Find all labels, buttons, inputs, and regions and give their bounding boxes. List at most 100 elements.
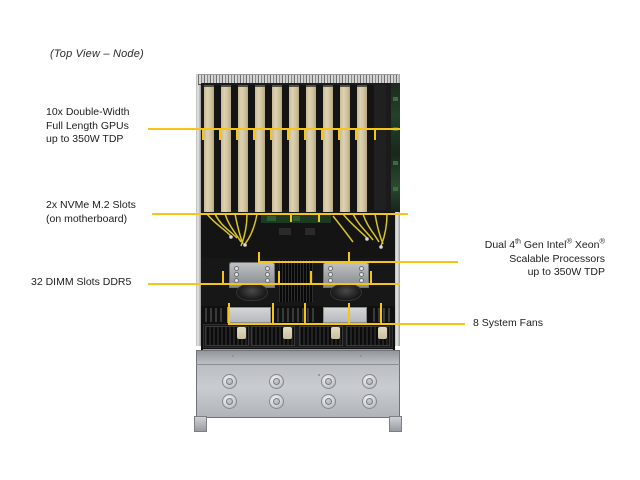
- gpu-gap: [214, 85, 221, 210]
- leader-tick-cpu: [258, 252, 260, 262]
- callout-dimm-line-1: 32 DIMM Slots DDR5: [31, 276, 132, 288]
- leader-tick-gpu: [202, 128, 204, 140]
- leader-tick-gpu: [374, 128, 376, 140]
- system-fan: [205, 326, 249, 346]
- gpu-card: [255, 85, 265, 212]
- leader-tick-gpu: [304, 128, 306, 140]
- gpu-gap: [231, 85, 238, 210]
- callout-gpus: 10x Double-Width Full Length GPUs up to …: [46, 106, 129, 147]
- gpu-card: [340, 85, 350, 212]
- gpu-gap: [316, 85, 323, 210]
- leader-line-fans: [228, 323, 465, 325]
- pcb-component: [393, 161, 398, 165]
- leader-line-gpus: [148, 128, 400, 130]
- leader-line-nvme: [152, 213, 408, 215]
- panel-standoff: [222, 374, 237, 389]
- leader-tick-fan: [304, 303, 306, 324]
- callout-cpu-brand: Gen Intel: [520, 239, 567, 251]
- leader-tick-gpu: [355, 128, 357, 140]
- cpu-heatsink-zone: [201, 258, 395, 306]
- leader-line-cpu: [258, 261, 458, 263]
- callout-cpu-line-3: up to 350W TDP: [527, 266, 605, 278]
- panel-standoff: [321, 374, 336, 389]
- chassis-foot-right: [389, 416, 402, 432]
- gpu-card: [204, 85, 214, 212]
- chassis-foot-left: [194, 416, 207, 432]
- leader-tick-gpu: [287, 128, 289, 140]
- leader-tick-dimm: [310, 271, 312, 283]
- panel-standoff: [362, 394, 377, 409]
- leader-tick-fan: [348, 303, 350, 324]
- panel-standoff: [222, 394, 237, 409]
- dimm-bank: [227, 307, 271, 323]
- heatsink-fins: [279, 260, 313, 302]
- callout-cpu: Dual 4th Gen Intel® Xeon® Scalable Proce…: [484, 236, 605, 280]
- leader-tick-fan: [380, 303, 382, 324]
- registered-mark-icon: ®: [566, 236, 573, 246]
- chassis-rail-left: [196, 74, 201, 346]
- cpu-fan: [236, 284, 268, 301]
- panel-standoff: [269, 394, 284, 409]
- leader-tick-fan: [228, 303, 230, 324]
- panel-seam: [196, 364, 400, 365]
- callout-gpus-line-2: Full Length GPUs: [46, 119, 129, 132]
- leader-tick-gpu: [253, 128, 255, 140]
- leader-tick-gpu: [270, 128, 272, 140]
- gpu-gap: [333, 85, 340, 210]
- callout-fans-line-1: 8 System Fans: [473, 317, 544, 329]
- system-fan: [299, 326, 343, 346]
- leader-tick-nvme: [290, 213, 292, 222]
- cable-wiring-zone: [201, 212, 395, 258]
- callout-cpu-line-1: Dual 4th Gen Intel® Xeon®: [484, 236, 605, 253]
- gpu-card: [221, 85, 231, 212]
- callout-dimm: 32 DIMM Slots DDR5: [31, 276, 131, 290]
- view-title: (Top View – Node): [50, 48, 144, 60]
- leader-tick-fan: [272, 303, 274, 324]
- motherboard-edge-pcb: [391, 83, 400, 212]
- system-fan: [346, 326, 390, 346]
- callout-cpu-line-2: Scalable Processors: [509, 252, 605, 265]
- registered-mark-icon: ®: [599, 236, 605, 246]
- gpu-card: [289, 85, 299, 212]
- gpu-gap: [350, 85, 357, 210]
- pcb-component: [393, 187, 398, 191]
- pcb-component: [393, 97, 398, 101]
- callout-nvme: 2x NVMe M.2 Slots (on motherboard): [46, 199, 136, 226]
- leader-tick-nvme: [318, 213, 320, 222]
- gpu-card: [357, 85, 367, 212]
- cpu-fan: [330, 284, 362, 301]
- callout-cpu-gen-prefix: Dual 4: [484, 239, 516, 251]
- panel-standoff: [269, 374, 284, 389]
- gpu-gap: [299, 85, 306, 210]
- gpu-card: [323, 85, 333, 212]
- panel-standoff: [362, 374, 377, 389]
- chassis-bottom-panel: [196, 350, 400, 418]
- leader-tick-gpu: [338, 128, 340, 140]
- gpu-gap: [248, 85, 255, 210]
- dimm-bank: [323, 307, 367, 323]
- callout-nvme-line-2: (on motherboard): [46, 212, 128, 225]
- gpu-card: [306, 85, 316, 212]
- callout-fans: 8 System Fans: [473, 317, 543, 331]
- fan-row-top: [203, 324, 393, 348]
- leader-tick-gpu: [219, 128, 221, 140]
- gpu-bay: [201, 83, 395, 212]
- panel-standoff: [321, 394, 336, 409]
- leader-tick-cpu: [348, 252, 350, 262]
- system-fan: [251, 326, 295, 346]
- callout-gpus-line-1: 10x Double-Width: [46, 106, 130, 118]
- leader-tick-dimm: [222, 271, 224, 283]
- cpu-heatsink-2: [323, 262, 369, 302]
- leader-tick-dimm: [278, 271, 280, 283]
- gpu-card: [272, 85, 282, 212]
- leader-tick-dimm: [370, 271, 372, 283]
- leader-tick-gpu: [236, 128, 238, 140]
- gpu-bay-filler: [374, 85, 386, 210]
- callout-nvme-line-1: 2x NVMe M.2 Slots: [46, 199, 136, 211]
- callout-gpus-line-3: up to 350W TDP: [46, 133, 124, 145]
- gpu-gap: [265, 85, 272, 210]
- gpu-card: [238, 85, 248, 212]
- gpu-gap: [367, 85, 374, 210]
- callout-cpu-family: Xeon: [572, 239, 600, 251]
- gpu-gap: [282, 85, 289, 210]
